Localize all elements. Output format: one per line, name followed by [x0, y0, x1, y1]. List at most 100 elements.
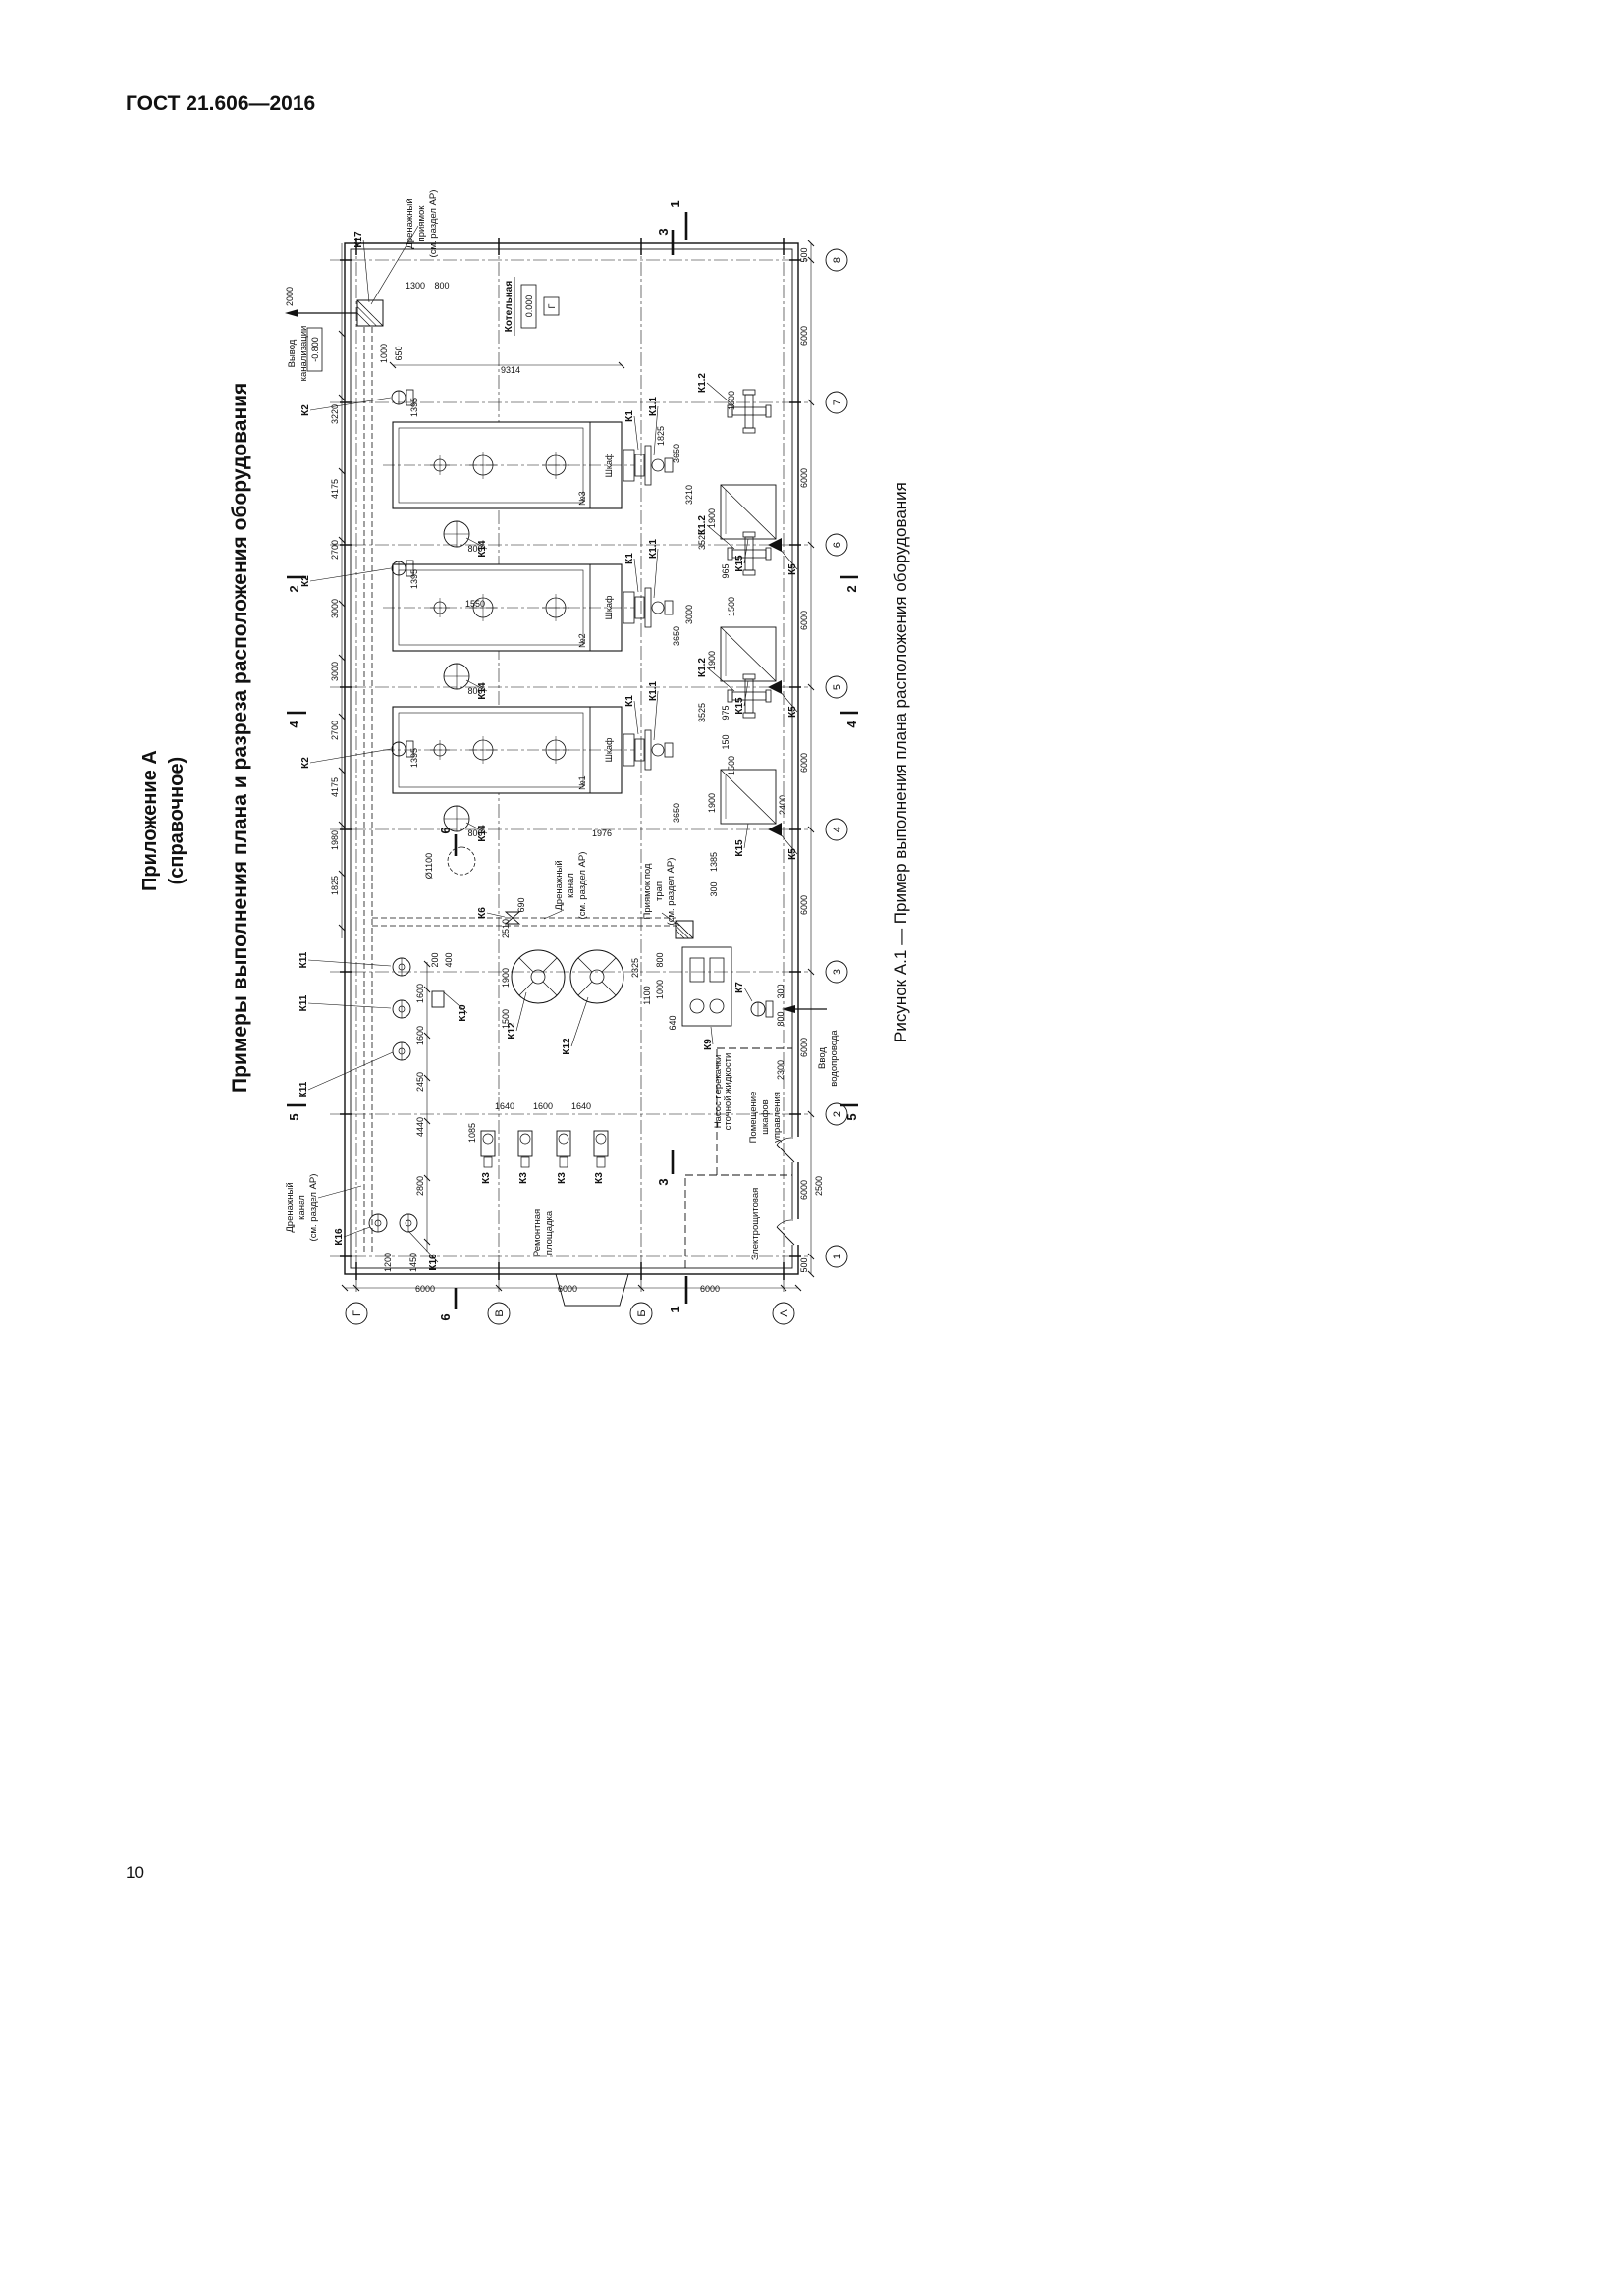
dim-label: 1100: [642, 986, 652, 1004]
flange: [727, 404, 733, 418]
dim-label: Ø1100: [424, 853, 434, 879]
axis-circle-Г: [345, 1302, 368, 1325]
leader-line: [706, 667, 735, 692]
flange: [742, 427, 756, 434]
k12-manifold: [744, 536, 754, 571]
burner: [644, 729, 652, 771]
dim-tick: [807, 968, 815, 976]
entrance-ramp: [555, 1273, 629, 1307]
k3-unit: [593, 1130, 609, 1157]
dim-label: 6000: [799, 468, 809, 488]
dim-tick: [338, 767, 346, 774]
leader-line: [706, 524, 735, 550]
dim-tick: [338, 600, 346, 608]
dim-label: 2000: [285, 287, 295, 306]
axis-circle-1: [825, 1245, 848, 1268]
dim-label: 1450: [408, 1253, 418, 1272]
dim-tick: [807, 1270, 815, 1278]
dim-label: 2500: [814, 1176, 824, 1196]
dim-label: 1976: [592, 828, 612, 838]
section-mark: 5: [844, 1113, 859, 1120]
annotation: (см. раздел АР): [428, 190, 439, 258]
dim-label: 1000: [655, 980, 665, 999]
cabinet-label: Шкаф: [604, 595, 614, 619]
line: [518, 981, 534, 996]
equipment-label: К12: [507, 1022, 517, 1040]
pump-unit: [681, 946, 732, 1027]
dim-label: 6000: [700, 1284, 720, 1294]
dim-tick: [423, 1117, 431, 1125]
annotation: Насос перекачки: [713, 1055, 724, 1129]
dim-label: 3220: [330, 404, 340, 424]
pump-base: [406, 560, 414, 577]
section-mark: 4: [844, 721, 859, 728]
dim-label: 1825: [330, 876, 340, 895]
equipment-label: К1.2: [697, 658, 708, 677]
line: [675, 929, 685, 939]
leader-line: [307, 1002, 392, 1009]
axis-circle-А: [772, 1302, 795, 1325]
boiler-room-plan: 12345678АБВГШкаф№1Шкаф№2Шкаф№35006000600…: [285, 190, 859, 1325]
leader-line: [515, 991, 527, 1032]
dim-label: 4175: [330, 777, 340, 797]
figure-caption: Рисунок А.1 — Пример выполнения плана ра…: [892, 482, 910, 1042]
dim-label: 1900: [501, 968, 511, 988]
leader-line: [343, 1226, 371, 1238]
dim-label: 3000: [330, 662, 340, 681]
main-title: Примеры выполнения плана и разреза распо…: [229, 382, 251, 1093]
dim-label: 200: [430, 952, 440, 967]
dim-label: 2400: [778, 795, 787, 815]
annotation: Дренажный: [554, 860, 565, 910]
equipment-label: К16: [334, 1228, 345, 1246]
burner-fan: [651, 458, 665, 472]
dim-label: 975: [721, 705, 731, 720]
axis-circle-В: [487, 1302, 511, 1325]
dim-tick: [807, 826, 815, 833]
leader-line: [706, 382, 735, 407]
dim-label: 400: [444, 952, 454, 967]
flange: [742, 673, 756, 680]
flange: [742, 531, 756, 538]
boiler-number: №3: [577, 491, 587, 506]
line: [542, 957, 558, 973]
water-inlet-arrow: [782, 1005, 795, 1013]
leader-line: [779, 548, 798, 570]
leader-line: [653, 690, 659, 741]
dim-tick: [338, 394, 346, 401]
annotation: канал: [297, 1195, 307, 1220]
dim-label: 1085: [467, 1123, 477, 1143]
line: [518, 957, 534, 973]
dim-label: 9314: [501, 365, 520, 375]
equipment-label: К6: [477, 907, 488, 919]
k3-pump: [595, 1133, 607, 1145]
dim-label: 2700: [330, 721, 340, 740]
burner: [634, 454, 645, 477]
axis-letter: Б: [636, 1309, 648, 1316]
dim-label: 1550: [465, 599, 485, 609]
leader-line: [743, 680, 749, 707]
equipment-label: К15: [734, 839, 745, 857]
annotation: приямок: [416, 205, 427, 242]
dim-tick: [807, 399, 815, 406]
axis-letter: А: [779, 1309, 790, 1317]
equipment-label: К1.2: [697, 373, 708, 393]
burner: [664, 457, 674, 473]
burner: [623, 591, 635, 624]
dim-label: 800: [467, 828, 482, 838]
equipment-label: К12: [562, 1038, 572, 1055]
flange: [727, 689, 733, 703]
dim-label: 1900: [707, 793, 717, 813]
axis-number: 2: [832, 1111, 843, 1117]
equipment-label: К15: [734, 697, 745, 715]
tank-hub: [530, 969, 546, 985]
equipment-label: К9: [703, 1039, 714, 1050]
axis-number: 8: [832, 257, 843, 263]
door-gap-1: [790, 1219, 800, 1245]
equipment-label: К10: [458, 1004, 468, 1022]
leader-line: [465, 679, 488, 692]
annotation: Ввод: [817, 1047, 828, 1069]
dim-tick: [807, 541, 815, 549]
leader-line: [570, 996, 589, 1047]
equipment-box: [431, 990, 445, 1008]
equipment-label: К17: [353, 231, 364, 248]
